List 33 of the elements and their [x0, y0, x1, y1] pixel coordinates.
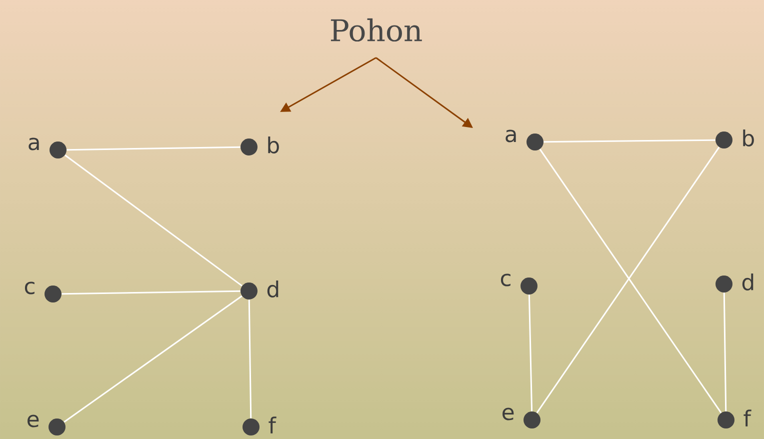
- vertex-label: b: [743, 130, 754, 146]
- vertex-dot: [716, 276, 732, 292]
- tree-edge: [66, 146, 240, 151]
- vertex-dot: [526, 134, 544, 150]
- tree-edge: [544, 139, 716, 143]
- vertex-dot: [48, 418, 66, 436]
- tree-edge: [64, 295, 242, 423]
- vertex-label: d: [267, 280, 278, 298]
- vertex-label: c: [24, 282, 34, 294]
- tree-edge: [248, 300, 252, 418]
- vertex-label: f: [744, 410, 752, 426]
- vertex-dot: [520, 278, 538, 294]
- vertex-dot: [718, 412, 734, 428]
- vertex-dot: [240, 282, 258, 300]
- tree-edge: [723, 292, 727, 412]
- vertex-label: e: [502, 408, 514, 420]
- vertex-dot: [240, 138, 258, 156]
- title-text: Pohon: [330, 18, 422, 42]
- vertex-dot: [50, 142, 66, 158]
- vertex-label: b: [268, 136, 279, 154]
- vertex-label: e: [28, 414, 39, 428]
- tree-edge: [64, 154, 242, 286]
- vertex-label: a: [506, 130, 516, 142]
- tree-edge: [62, 290, 240, 295]
- vertex-dot: [242, 418, 260, 436]
- vertex-label: d: [742, 274, 754, 290]
- tree-edge: [528, 294, 533, 412]
- vertex-label: f: [268, 416, 276, 434]
- vertex-label: c: [500, 274, 510, 286]
- vertex-dot: [44, 286, 62, 302]
- vertex-dot: [716, 132, 732, 148]
- vertex-dot: [524, 412, 540, 428]
- vertex-label: a: [28, 138, 39, 150]
